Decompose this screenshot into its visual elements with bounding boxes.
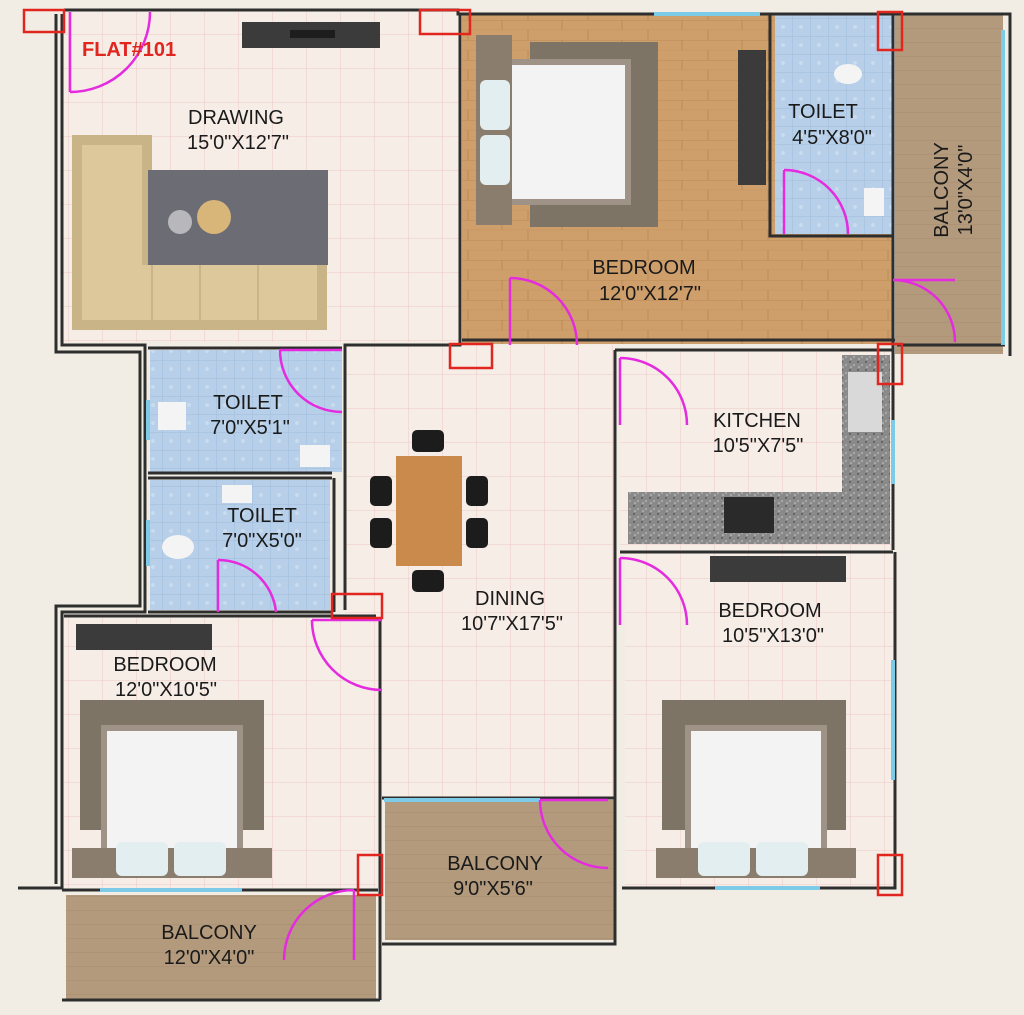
column [418,8,472,36]
balcony-left-floor [66,895,376,1000]
pillow-left-2 [174,842,226,876]
kitchen-sink [848,372,882,432]
wc-top [834,64,862,84]
bedroom-left-name: BEDROOM [113,654,216,676]
bedroom-right-name: BEDROOM [718,600,821,622]
balcony-right-name: BALCONY [931,142,953,238]
basin-toilet-2 [222,485,252,503]
dining-size: 10'7"X17'5" [461,613,563,635]
bedroom-top-size: 12'0"X12'7" [599,283,701,305]
column [330,592,384,620]
kitchen-size: 10'5"X7'5" [713,435,804,457]
bedroom-right-size: 10'5"X13'0" [722,625,824,647]
column [876,10,904,52]
columns [22,8,904,897]
door-toilet-top [782,168,850,235]
basin-top [864,188,884,216]
toilet-top-name: TOILET [788,101,858,123]
furniture [72,22,890,878]
dining-set [370,430,488,592]
door-bedroom-top [508,276,579,346]
balcony-right-size: 13'0"X4'0" [955,145,977,236]
pillow-top-2 [480,135,510,185]
balcony-left-size: 12'0"X4'0" [164,947,255,969]
pillow-right-2 [756,842,808,876]
column [448,342,494,370]
bed-top [505,59,631,205]
door-balcony-right [892,278,957,343]
drawing-size: 15'0"X12'7" [187,132,289,154]
door-kitchen [618,356,689,426]
bedroom-top-name: BEDROOM [592,257,695,279]
wc-toilet-1 [300,445,330,467]
door-bedroom-right [618,556,689,626]
tv-unit-bedroom-right [710,556,846,582]
labels: FLAT#101 DRAWING 15'0"X12'7" BEDROOM 12'… [82,39,977,969]
balcony-mid-name: BALCONY [447,853,543,875]
tv-unit-bedroom-left [76,624,212,650]
balcony-mid-size: 9'0"X5'6" [453,878,533,900]
door-toilet-1 [278,348,343,414]
toilet-1-name: TOILET [213,392,283,414]
balcony-right-floor [895,14,1003,354]
column [22,8,66,34]
doors [68,11,957,961]
door-toilet-2 [216,558,278,613]
toilet-2-name: TOILET [227,505,297,527]
main-door [68,11,152,94]
tv-unit-drawing-screen [290,30,335,38]
bedroom-left-size: 12'0"X10'5" [115,679,217,701]
basin-toilet-1 [158,402,186,430]
windows [100,12,1005,892]
pillow-top-1 [480,80,510,130]
flat-number-label: FLAT#101 [82,39,176,61]
toilet-top-size: 4'5"X8'0" [792,127,872,149]
wardrobe-top [738,50,766,185]
toilet-2-size: 7'0"X5'0" [222,530,302,552]
bed-left [101,725,243,861]
kitchen-name: KITCHEN [713,410,801,432]
column [876,853,904,897]
headboard-left [72,848,272,878]
balcony-mid-floor [385,800,615,940]
pillow-right-1 [698,842,750,876]
walls [18,8,1012,1002]
sofa [72,135,327,330]
kitchen-counter [628,355,890,544]
door-bedroom-left [310,618,383,692]
toilet-1-size: 7'0"X5'1" [210,417,290,439]
column [356,853,384,897]
dining-floor [345,345,615,800]
door-balcony-mid [538,798,609,870]
wc-toilet-2 [162,535,194,559]
bed-right [685,725,827,861]
door-balcony-left [282,888,356,961]
drawing-name: DRAWING [188,107,284,129]
dining-name: DINING [475,588,545,610]
pillow-left-1 [116,842,168,876]
column [876,342,904,386]
side-table [168,210,192,234]
kitchen-hob [724,497,774,533]
coffee-table [197,200,231,234]
balcony-left-name: BALCONY [161,922,257,944]
